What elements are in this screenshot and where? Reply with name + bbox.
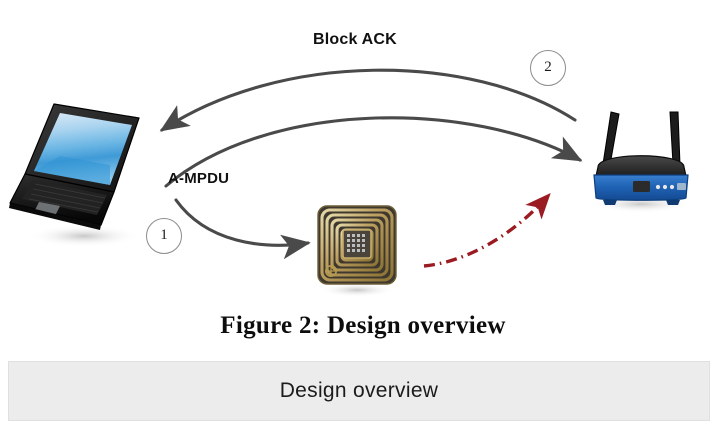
figure-caption: Figure 2: Design overview [220, 312, 506, 339]
router-top [595, 155, 687, 177]
block-ack-arrow [159, 68, 577, 132]
figure-area: Block ACK A-MPDU 1 2 Figure 2: Design ov… [9, 31, 693, 339]
rfid-shadow [319, 283, 395, 297]
laptop-keyboard [22, 180, 107, 215]
laptop-shadow [28, 225, 140, 247]
rfid-contact-pad [325, 265, 337, 278]
router-side-vent [677, 183, 686, 190]
step-marker-2: 2 [530, 50, 566, 86]
caption-bar: Design overview [8, 361, 710, 421]
rfid-contact-cross [326, 266, 336, 276]
backscatter-arrow [423, 192, 551, 268]
laptop-screen-sheen [34, 156, 110, 185]
rfid-chip-die [347, 234, 365, 252]
router-leds [655, 184, 675, 190]
ampdu-to-tag-arrow [174, 198, 311, 260]
laptop-front-edge [9, 203, 101, 230]
rfid-tag-icon [317, 205, 397, 285]
router-panel [633, 181, 650, 192]
caption-bar-text: Design overview [279, 379, 439, 402]
laptop-icon [9, 103, 140, 230]
step-marker-1: 1 [146, 218, 182, 254]
label-block-ack: Block ACK [313, 31, 397, 48]
ampdu-arrow [164, 116, 583, 188]
router-antenna-right [669, 111, 681, 166]
wireless-router-icon [593, 111, 689, 205]
label-ampdu: A-MPDU [168, 170, 230, 187]
router-foot-left [603, 200, 617, 205]
laptop-keys [28, 183, 106, 213]
router-foot-right [666, 200, 680, 205]
